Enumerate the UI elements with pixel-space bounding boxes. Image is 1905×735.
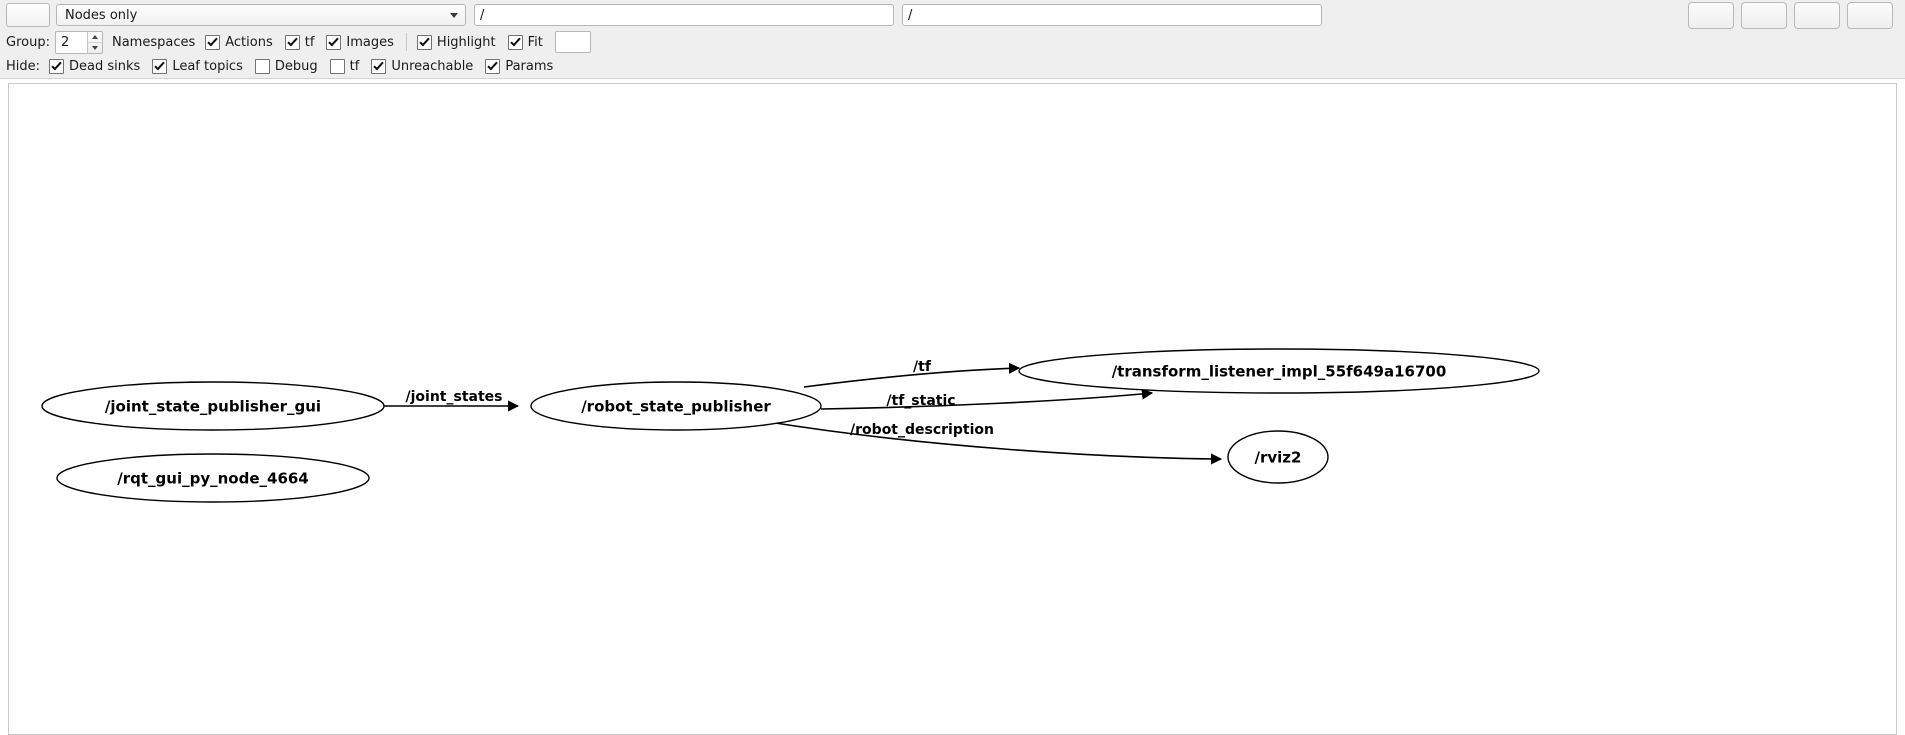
refresh-graph-button[interactable] <box>6 3 50 27</box>
checkbox-highlight-label: Highlight <box>436 34 496 50</box>
save-as-dot-button[interactable] <box>1741 1 1787 29</box>
node-filter-value: / <box>480 7 485 23</box>
node-ellipse[interactable] <box>1227 430 1329 484</box>
graph-canvas[interactable]: /joint_state_publisher_gui /rqt_gui_py_n… <box>8 83 1897 735</box>
checkbox-fit-label: Fit <box>527 34 543 50</box>
node-label: /transform_listener_impl_55f649a16700 <box>1112 363 1447 381</box>
checkbox-images[interactable]: Images <box>326 34 394 50</box>
edge-label-tf: /tf <box>913 359 932 375</box>
checkbox-fit-box[interactable] <box>507 34 523 50</box>
checkbox-actions-box[interactable] <box>205 34 221 50</box>
fit-in-view-button[interactable] <box>1688 1 1734 29</box>
toolbar-row-top: Nodes only / / <box>0 0 1905 30</box>
checkbox-hide-tf[interactable]: tf <box>329 58 360 74</box>
topic-filter-value: / <box>908 7 913 23</box>
checkbox-debug-box[interactable] <box>254 58 270 74</box>
checkbox-hide-tf-box[interactable] <box>329 58 345 74</box>
checkbox-tf[interactable]: tf <box>284 34 315 50</box>
checkbox-params-label: Params <box>505 58 554 74</box>
edge-robot-description[interactable] <box>768 421 1223 465</box>
edge-label-joint-states: /joint_states <box>406 389 503 405</box>
checkbox-debug[interactable]: Debug <box>254 58 318 74</box>
toolbar-row-hide: Hide: Dead sinks Leaf topics Debug tf Un… <box>0 54 1905 78</box>
node-ellipse[interactable] <box>41 381 385 431</box>
edge-label-robot-description: /robot_description <box>850 422 994 438</box>
namespaces-label: Namespaces <box>111 34 196 50</box>
graph-node-joint-state-publisher-gui[interactable]: /joint_state_publisher_gui <box>41 381 385 431</box>
node-filter-input[interactable]: / <box>474 4 894 26</box>
checkbox-tf-box[interactable] <box>284 34 300 50</box>
topic-filter-input[interactable]: / <box>902 4 1322 26</box>
checkbox-params[interactable]: Params <box>485 58 554 74</box>
graph-nodes: /joint_state_publisher_gui /rqt_gui_py_n… <box>41 348 1540 503</box>
node-ellipse[interactable] <box>530 381 822 431</box>
spinbox-up-icon[interactable] <box>87 32 102 43</box>
toolbar: Nodes only / / Group: 2 Namespaces <box>0 0 1905 79</box>
save-as-svg-button[interactable] <box>1794 1 1840 29</box>
checkbox-tf-label: tf <box>304 34 315 50</box>
node-label: /robot_state_publisher <box>581 398 771 416</box>
node-label: /joint_state_publisher_gui <box>105 398 321 416</box>
checkbox-images-label: Images <box>346 34 394 50</box>
graph-node-transform-listener[interactable]: /transform_listener_impl_55f649a16700 <box>1018 348 1540 394</box>
node-ellipse[interactable] <box>1018 348 1540 394</box>
spinbox-down-icon[interactable] <box>88 43 102 53</box>
graph-edge-labels: /joint_states /tf /tf_static /robot_desc… <box>406 359 994 438</box>
graph-node-robot-state-publisher[interactable]: /robot_state_publisher <box>530 381 822 431</box>
checkbox-debug-label: Debug <box>274 58 318 74</box>
checkbox-unreachable-box[interactable] <box>371 58 387 74</box>
edge-label-tf-static: /tf_static <box>886 393 955 409</box>
hide-label: Hide: <box>6 58 41 74</box>
checkbox-fit[interactable]: Fit <box>507 34 543 50</box>
graph-node-rqt-gui-py-node-4664[interactable]: /rqt_gui_py_node_4664 <box>56 453 370 503</box>
graph-node-rviz2[interactable]: /rviz2 <box>1227 430 1329 484</box>
group-spinbox-value: 2 <box>60 34 70 50</box>
graph-type-select[interactable]: Nodes only <box>56 4 466 26</box>
checkbox-dead-sinks-box[interactable] <box>49 58 65 74</box>
group-spinbox-buttons[interactable] <box>86 31 102 53</box>
checkbox-highlight[interactable]: Highlight <box>416 34 496 50</box>
toolbar-right-button-group <box>1688 1 1899 29</box>
checkbox-leaf-topics-box[interactable] <box>152 58 168 74</box>
toolbar-row-group: Group: 2 Namespaces Actions tf Images Hi… <box>0 30 1905 54</box>
checkbox-leaf-topics[interactable]: Leaf topics <box>152 58 243 74</box>
node-label: /rviz2 <box>1255 449 1302 467</box>
checkbox-hide-tf-label: tf <box>349 58 360 74</box>
ros-node-graph[interactable]: /joint_state_publisher_gui /rqt_gui_py_n… <box>9 84 1897 732</box>
group-label: Group: <box>6 34 50 50</box>
chevron-down-icon <box>450 13 458 18</box>
checkbox-dead-sinks[interactable]: Dead sinks <box>49 58 141 74</box>
group-extra-input[interactable] <box>554 31 591 53</box>
save-as-image-button[interactable] <box>1847 1 1893 29</box>
checkbox-actions[interactable]: Actions <box>205 34 273 50</box>
node-ellipse[interactable] <box>56 453 370 503</box>
checkbox-unreachable-label: Unreachable <box>391 58 474 74</box>
checkbox-params-box[interactable] <box>485 58 501 74</box>
node-label: /rqt_gui_py_node_4664 <box>117 470 309 488</box>
checkbox-dead-sinks-label: Dead sinks <box>69 58 141 74</box>
checkbox-images-box[interactable] <box>326 34 342 50</box>
graph-edges <box>384 362 1223 465</box>
edge-tf[interactable] <box>803 362 1021 388</box>
edge-tf-static[interactable] <box>820 388 1154 410</box>
graph-type-select-value: Nodes only <box>65 7 138 23</box>
checkbox-actions-label: Actions <box>225 34 273 50</box>
checkbox-leaf-topics-label: Leaf topics <box>172 58 243 74</box>
checkbox-highlight-box[interactable] <box>416 34 432 50</box>
checkbox-unreachable[interactable]: Unreachable <box>371 58 474 74</box>
toolbar-separator <box>405 33 407 51</box>
group-spinbox[interactable]: 2 <box>54 30 103 54</box>
